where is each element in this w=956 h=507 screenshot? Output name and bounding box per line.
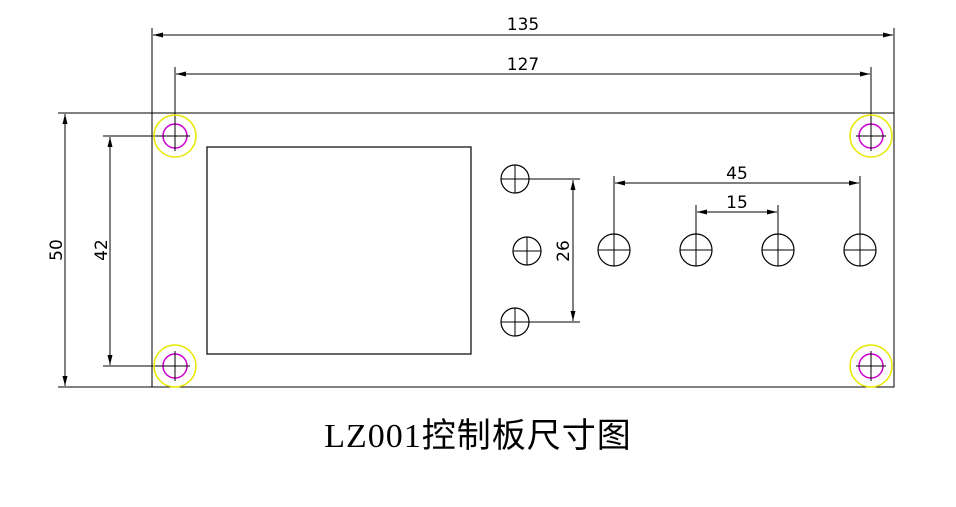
dim-button-row-span: 45 [615,164,859,186]
button-hole-column-middle [512,236,542,266]
button-hole-row-1 [597,176,631,267]
board-outline [151,112,895,388]
mounting-hole-top-right [849,114,893,158]
button-hole-row-2 [679,205,713,267]
dim-overall-width-label: 135 [507,15,539,35]
display-window [206,146,472,355]
dim-button-row-span-label: 45 [726,164,748,184]
dim-overall-width: 135 [151,15,895,113]
button-hole-row-3 [761,205,795,267]
dim-button-column-span: 26 [515,178,580,323]
mounting-hole-top-left [153,114,197,158]
dim-hole-spacing-width: 127 [174,55,872,136]
dim-hole-spacing-width-label: 127 [507,55,539,75]
mounting-hole-bottom-right [849,344,893,388]
dim-button-column-span-label: 26 [554,240,574,262]
dim-hole-spacing-height-label: 42 [92,239,112,261]
dim-hole-spacing-height: 42 [92,135,175,367]
dim-button-pitch: 15 [697,193,777,215]
dim-overall-height-label: 50 [47,239,67,261]
drawing-caption: LZ001控制板尺寸图 [324,418,632,455]
dim-overall-height: 50 [47,112,152,388]
dim-button-pitch-label: 15 [726,193,748,213]
mounting-hole-bottom-left [153,344,197,388]
button-hole-row-4 [843,176,877,267]
